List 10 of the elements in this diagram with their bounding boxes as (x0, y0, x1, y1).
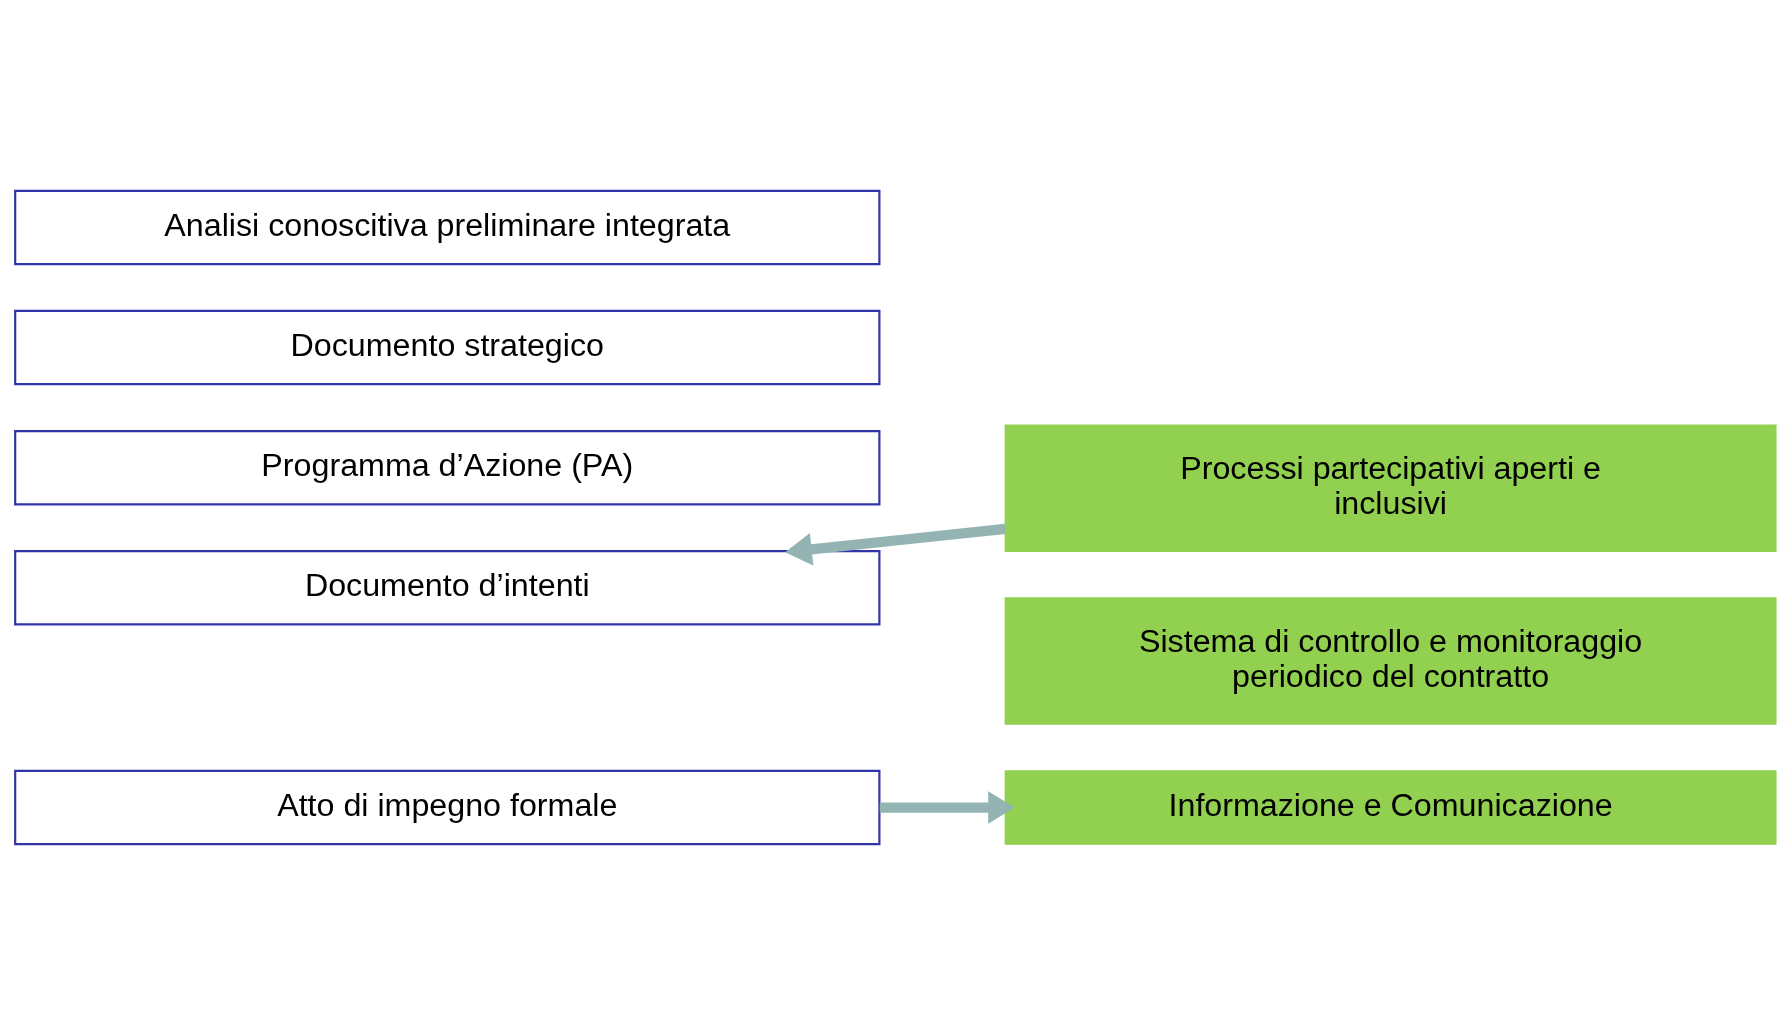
node-box: Analisi conoscitiva preliminare integrata (14, 189, 881, 265)
node-box: Informazione e Comunicazione (1004, 769, 1777, 845)
node-box: Documento strategico (14, 309, 881, 385)
node-box: Sistema di controllo e monitoraggio periodico del contratto (1004, 596, 1777, 725)
arrow (785, 523, 1006, 566)
arrow (879, 790, 1015, 824)
node-box: Documento d’intenti (14, 549, 881, 626)
node-box: Atto di impegno formale (14, 769, 881, 845)
node-box: Processi partecipativi aperti e inclusivi (1004, 424, 1777, 552)
node-box: Programma d’Azione (PA) (14, 429, 881, 505)
